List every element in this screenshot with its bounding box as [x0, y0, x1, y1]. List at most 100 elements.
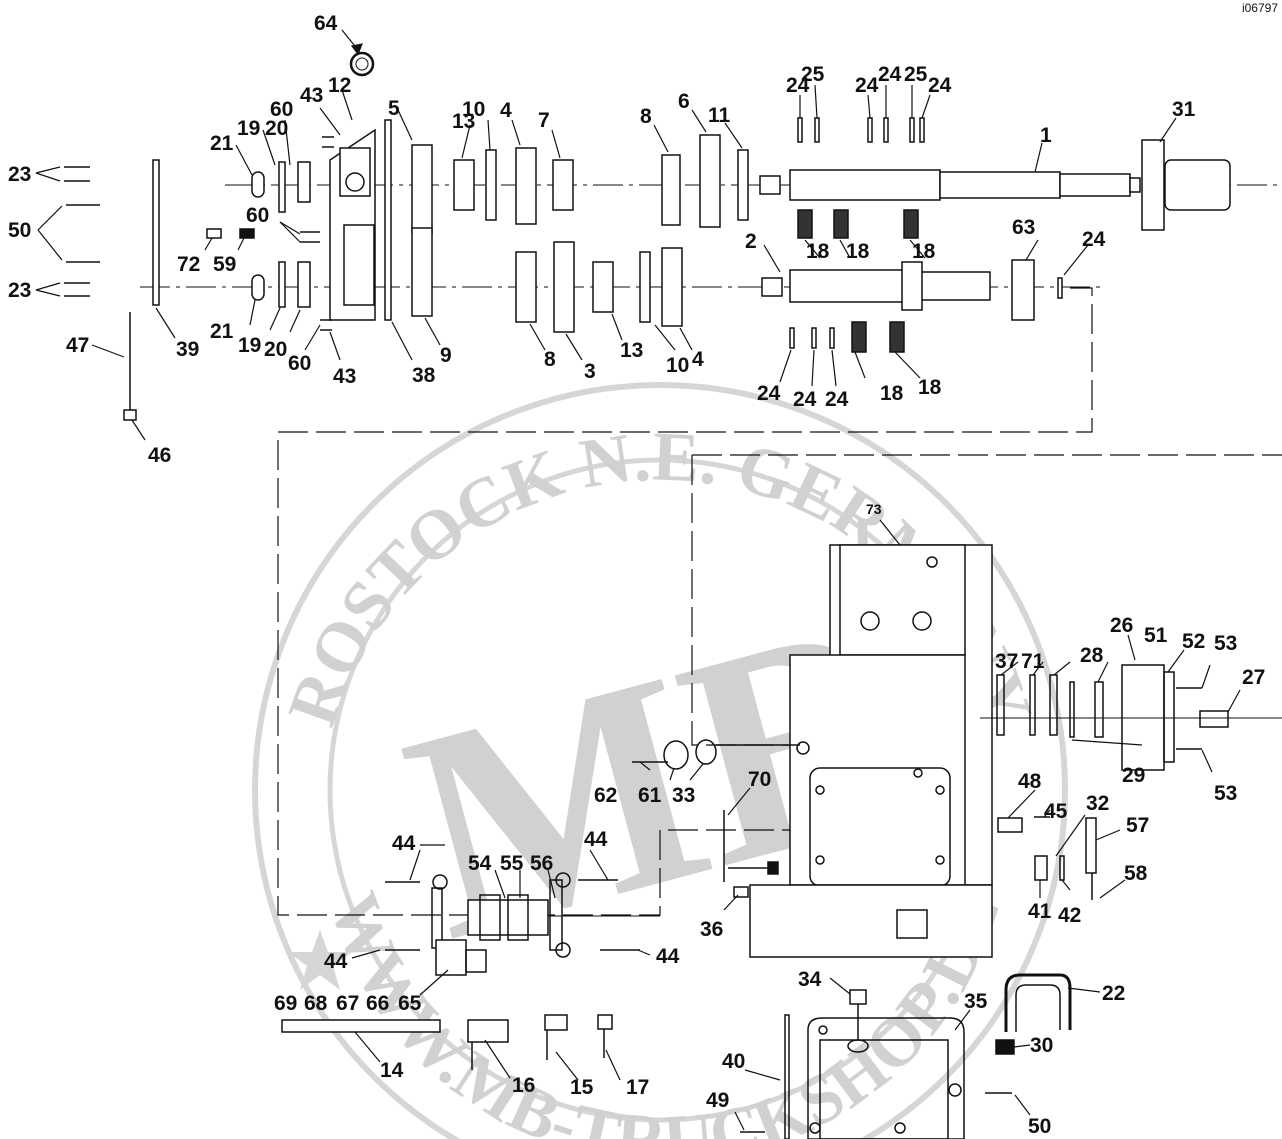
- callout-57: 57: [1126, 814, 1149, 837]
- callout-18-e: 18: [918, 376, 942, 399]
- callout-43-lower: 43: [333, 365, 356, 388]
- callout-59: 59: [213, 253, 236, 276]
- callout-48: 48: [1018, 770, 1042, 793]
- leader-lines: [35, 29, 1241, 1131]
- callout-24-e: 24: [1082, 228, 1106, 251]
- callout-73: 73: [866, 501, 882, 517]
- callout-19-lower: 19: [238, 334, 261, 357]
- callout-53-b: 53: [1214, 782, 1237, 805]
- callout-41: 41: [1028, 900, 1052, 923]
- callout-32: 32: [1086, 792, 1109, 815]
- callout-20-lower: 20: [264, 338, 287, 361]
- callout-34: 34: [798, 968, 822, 991]
- callout-12: 12: [328, 74, 351, 97]
- callout-9: 9: [440, 344, 452, 367]
- callout-25-b: 25: [904, 63, 928, 86]
- callout-50-a: 50: [8, 219, 31, 242]
- callout-46: 46: [148, 444, 171, 467]
- callout-1: 1: [1040, 124, 1052, 147]
- callout-18-b: 18: [846, 240, 870, 263]
- callout-51: 51: [1144, 624, 1168, 647]
- callout-64: 64: [314, 12, 338, 35]
- callout-71: 71: [1021, 650, 1045, 673]
- callout-36: 36: [700, 918, 723, 941]
- callout-43: 43: [300, 84, 323, 107]
- callout-8-lower: 8: [544, 348, 556, 371]
- callout-44-b: 44: [584, 828, 608, 851]
- callout-20: 20: [265, 117, 288, 140]
- callout-21-lower: 21: [210, 320, 234, 343]
- callout-8: 8: [640, 105, 652, 128]
- callout-10-upper: 10: [462, 98, 485, 121]
- callout-66: 66: [366, 992, 389, 1015]
- callout-62: 62: [594, 784, 617, 807]
- callout-10-lower: 10: [666, 354, 689, 377]
- callout-30: 30: [1030, 1034, 1053, 1057]
- callout-4-lower: 4: [692, 348, 704, 371]
- callout-28: 28: [1080, 644, 1104, 667]
- callout-70: 70: [748, 768, 771, 791]
- drawing-reference: i06797: [1242, 1, 1278, 15]
- callout-67: 67: [336, 992, 359, 1015]
- callout-35: 35: [964, 990, 988, 1013]
- callout-7: 7: [538, 109, 550, 132]
- callout-17: 17: [626, 1076, 649, 1099]
- callout-5: 5: [388, 97, 400, 120]
- callout-24-a: 24: [786, 74, 810, 97]
- callout-6: 6: [678, 90, 690, 113]
- callout-31: 31: [1172, 98, 1196, 121]
- callout-45: 45: [1044, 800, 1068, 823]
- callout-63: 63: [1012, 216, 1035, 239]
- callout-68: 68: [304, 992, 328, 1015]
- callout-23-a: 23: [8, 163, 31, 186]
- callout-44-a: 44: [392, 832, 416, 855]
- callout-4: 4: [500, 99, 512, 122]
- callout-53-a: 53: [1214, 632, 1237, 655]
- callout-18-a: 18: [806, 240, 830, 263]
- callout-18-c: 18: [912, 240, 936, 263]
- callout-2: 2: [745, 230, 757, 253]
- callout-16: 16: [512, 1074, 535, 1097]
- callout-54: 54: [468, 852, 492, 875]
- callout-42: 42: [1058, 904, 1081, 927]
- callout-22: 22: [1102, 982, 1125, 1005]
- callout-44-c: 44: [324, 950, 348, 973]
- callout-29: 29: [1122, 764, 1145, 787]
- callout-18-d: 18: [880, 382, 904, 405]
- callout-27: 27: [1242, 666, 1265, 689]
- callout-40: 40: [722, 1050, 745, 1073]
- callout-38: 38: [412, 364, 436, 387]
- callout-52: 52: [1182, 630, 1205, 653]
- callout-23-b: 23: [8, 279, 31, 302]
- callout-56: 56: [530, 852, 553, 875]
- callout-24-f: 24: [757, 382, 781, 405]
- callout-24-g: 24: [793, 388, 817, 411]
- callout-33: 33: [672, 784, 695, 807]
- callout-44-d: 44: [656, 945, 680, 968]
- callout-15: 15: [570, 1076, 594, 1099]
- callout-24-h: 24: [825, 388, 849, 411]
- housing-assembly: [281, 544, 1282, 1139]
- callout-19: 19: [237, 117, 260, 140]
- callout-50-b: 50: [1028, 1115, 1051, 1138]
- callout-47: 47: [66, 334, 89, 357]
- callout-49: 49: [706, 1089, 729, 1112]
- callout-55: 55: [500, 852, 524, 875]
- callout-14: 14: [380, 1059, 404, 1082]
- callout-39: 39: [176, 338, 199, 361]
- callout-3: 3: [584, 360, 596, 383]
- callout-65: 65: [398, 992, 422, 1015]
- callout-24-c: 24: [878, 63, 902, 86]
- callout-11: 11: [708, 104, 731, 127]
- upper-shaft-assembly: [64, 51, 1282, 421]
- callout-60: 60: [270, 98, 293, 121]
- callout-60-mid: 60: [246, 204, 269, 227]
- callout-25-a: 25: [801, 63, 825, 86]
- callout-37: 37: [995, 650, 1018, 673]
- callout-58: 58: [1124, 862, 1148, 885]
- callout-72: 72: [177, 253, 200, 276]
- callout-24-b: 24: [855, 74, 879, 97]
- callout-61: 61: [638, 784, 662, 807]
- callout-13-lower: 13: [620, 339, 643, 362]
